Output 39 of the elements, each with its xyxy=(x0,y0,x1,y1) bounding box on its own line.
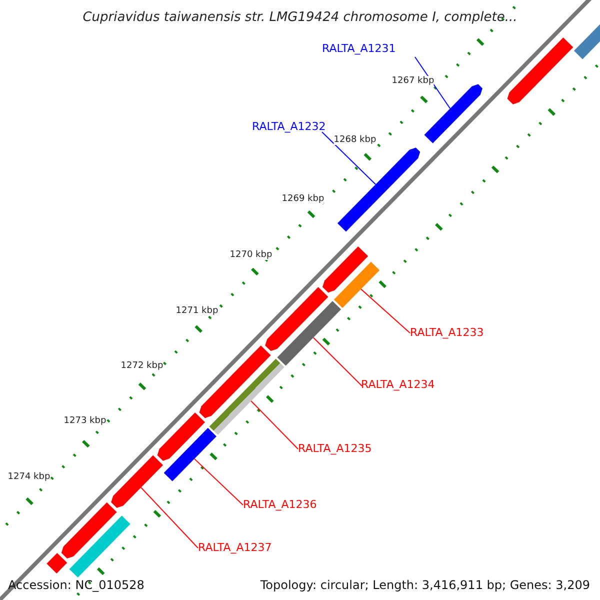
leader-line xyxy=(322,132,376,185)
gene-label: RALTA_A1233 xyxy=(410,326,484,339)
scale-label: 1272 kbp xyxy=(120,361,164,371)
gene-label: RALTA_A1235 xyxy=(298,442,372,455)
scale-label: 1273 kbp xyxy=(64,416,106,426)
gene-feature xyxy=(61,502,117,559)
gene-feature xyxy=(69,516,130,578)
gene-feature xyxy=(164,428,216,482)
gene-feature xyxy=(157,412,206,461)
leader-line xyxy=(140,487,198,548)
gene-label: RALTA_A1231 xyxy=(322,42,396,55)
gene-feature xyxy=(424,84,482,144)
leader-line xyxy=(194,458,244,506)
gene-label: RALTA_A1232 xyxy=(252,120,326,133)
gene-feature xyxy=(337,148,420,232)
gene-feature xyxy=(334,262,380,308)
scale-label: 1271 kbp xyxy=(176,306,218,316)
gene-feature xyxy=(507,37,574,104)
gene-feature xyxy=(46,552,68,574)
scale-label: 1270 kbp xyxy=(230,250,272,260)
title: Cupriavidus taiwanensis str. LMG19424 chromosome I, complete... xyxy=(82,10,518,25)
gene-feature xyxy=(209,358,284,435)
gene-label: RALTA_A1236 xyxy=(243,498,317,511)
gene-feature xyxy=(199,345,271,418)
scale-label: 1267 kbp xyxy=(392,76,434,86)
gene-label: RALTA_A1234 xyxy=(361,378,435,391)
scale-label: 1269 kbp xyxy=(282,194,324,204)
summary-text: Topology: circular; Length: 3,416,911 bp; Genes: 3,209 xyxy=(260,578,590,592)
scale-label: 1268 kbp xyxy=(334,135,376,145)
scale-label: 1274 kbp xyxy=(8,472,50,482)
gene-feature xyxy=(574,24,600,60)
leader-line xyxy=(250,400,298,450)
gene-feature xyxy=(111,455,164,508)
gene-label: RALTA_A1237 xyxy=(198,541,272,554)
gene-feature xyxy=(277,301,342,366)
leader-line xyxy=(312,337,362,386)
leader-line xyxy=(360,288,410,334)
gene-feature xyxy=(322,246,368,293)
gene-feature xyxy=(265,287,328,352)
